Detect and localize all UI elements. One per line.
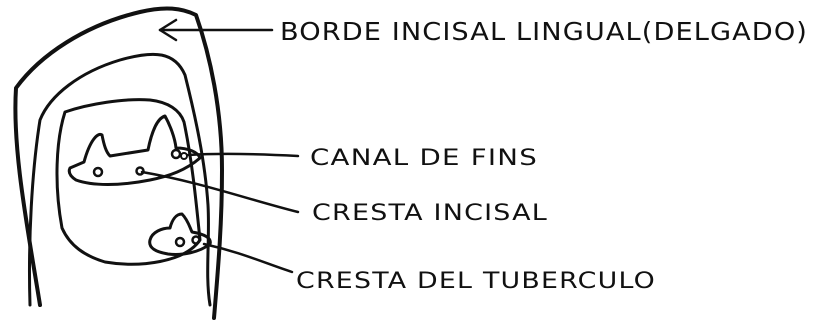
pit-marker-4: [180, 152, 188, 160]
pit-marker-1: [92, 166, 104, 178]
tuberculo-marker-2: [191, 235, 201, 245]
label-cresta-incisal: CRESTA INCISAL: [312, 201, 548, 226]
leader-canal-de-fins: [186, 152, 300, 158]
canal-de-fins-shape: [67, 114, 202, 186]
tooth-outer-outline: [13, 6, 224, 320]
label-borde-incisal: BORDE INCISAL LINGUAL(DELGADO): [280, 17, 808, 46]
label-cresta-tuberculo: CRESTA DEL TUBERCULO: [296, 269, 656, 294]
tooth-inner-outline: [28, 52, 212, 307]
tuberculo-marker-1: [174, 236, 186, 248]
label-canal-de-fins: CANAL DE FINS: [310, 146, 538, 171]
arrowhead-borde-incisal: [158, 18, 178, 42]
leader-cresta-incisal: [140, 170, 300, 214]
lingual-fossa-outline: [55, 98, 202, 266]
pit-marker-3: [170, 148, 182, 160]
cresta-tuberculo-shape: [148, 212, 212, 256]
leader-cresta-tuberculo: [202, 242, 294, 274]
